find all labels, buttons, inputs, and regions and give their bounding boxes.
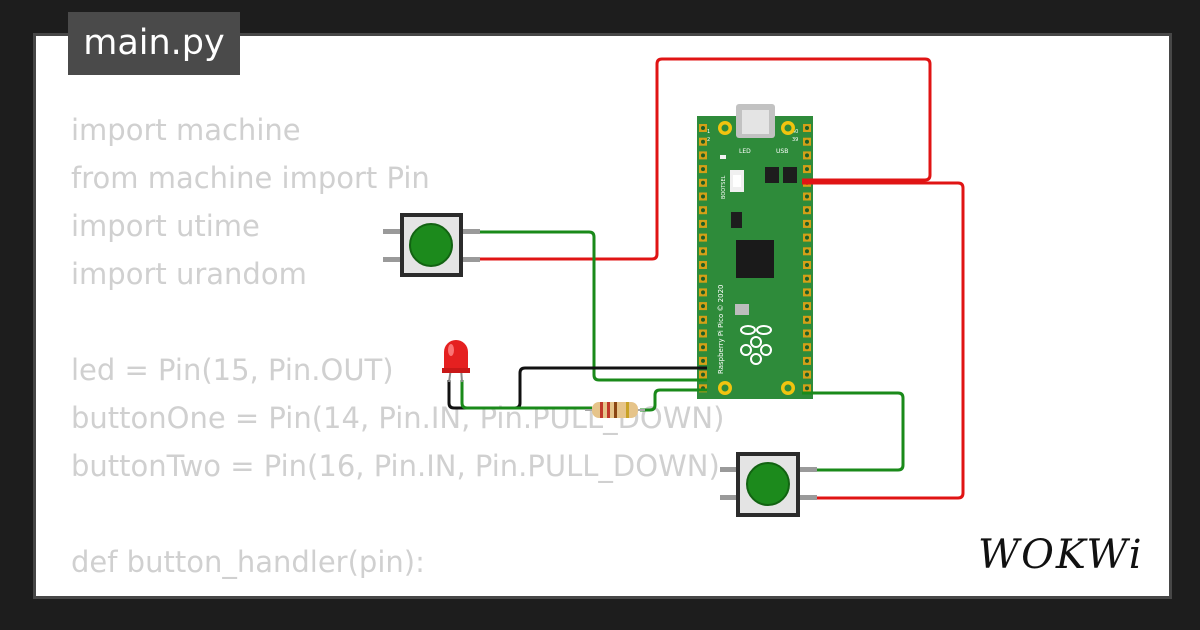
wokwi-logo[interactable]: WOKWi [978,532,1144,578]
header-pin-hole [701,235,705,240]
code-line-6: led = Pin(15, Pin.OUT) [71,353,394,387]
usb-connector-icon [736,104,775,138]
header-pin-hole [805,290,809,295]
resistor[interactable] [585,402,645,418]
code-line-2: from machine import Pin [71,161,430,195]
code-line-11: button = Pin(handler=None) [71,586,724,596]
header-pin-hole [701,263,705,267]
pin40-label: 40 [792,129,798,135]
header-pin-hole [805,139,809,144]
header-pin-hole [701,221,705,226]
header-pin-hole [805,386,809,391]
right-header-pins [803,124,811,393]
header-pin-hole [701,331,705,336]
pin1-label: 1 [707,129,710,135]
crystal [735,304,749,315]
push-button-one[interactable] [383,213,480,277]
header-pin-hole [701,167,705,172]
code-line-1: import machine [71,113,301,147]
header-pin-hole [805,194,809,199]
chip-small-3 [731,212,742,228]
simulator-canvas: import machine from machine import Pin imp… [33,33,1172,599]
header-pin-hole [805,126,809,130]
chip-small-2 [783,167,797,183]
header-pin-hole [805,276,809,281]
push-button-two[interactable] [720,452,817,517]
header-pin-hole [805,331,809,336]
header-pin-hole [701,249,705,254]
wire-red-button-one[interactable] [462,57,932,261]
rp2040-chip [736,240,774,278]
header-pin-hole [701,304,705,309]
raspberry-logo-icon [740,325,772,365]
code-line-8: buttonTwo = Pin(16, Pin.IN, Pin.PULL_DOW… [71,449,720,483]
pin2-label: 2 [707,137,710,143]
header-pin-hole [701,153,705,158]
chip-small-1 [765,167,779,183]
wire-green-button-two[interactable] [802,391,905,472]
code-line-3: import utime [71,209,260,243]
header-pin-hole [805,235,809,240]
header-pin-hole [701,208,705,213]
header-pin-hole [701,194,705,199]
led-label: LED [739,148,751,155]
code-line-4: import urandom [71,257,307,291]
header-pin-hole [701,372,705,377]
code-preview: import machine from machine import Pin imp… [71,106,724,596]
header-pin-hole [805,208,809,213]
red-led[interactable] [442,340,470,383]
header-pin-hole [805,304,809,309]
header-pin-hole [701,317,705,322]
header-pin-hole [805,358,809,363]
pin39-label: 39 [792,137,798,143]
header-pin-hole [701,358,705,363]
file-tab-main-py[interactable]: main.py [68,12,240,75]
header-pin-hole [701,276,705,281]
pico-board[interactable]: LED USB 1 2 40 39 BOOTSEL Raspberry Pi P… [697,104,813,399]
header-pin-hole [805,372,809,377]
left-header-pins [699,124,707,393]
header-pin-hole [701,290,705,295]
header-pin-hole [701,139,705,144]
header-pin-hole [805,345,809,350]
header-pin-hole [805,167,809,172]
wire-red-button-two[interactable] [802,181,965,500]
code-line-10: def button_handler(pin): [71,545,425,579]
wire-green-resistor[interactable] [640,388,707,412]
wire-led-resistor[interactable] [460,380,592,410]
wire-black-led[interactable] [447,366,707,410]
usb-label: USB [776,148,788,155]
header-pin-hole [701,126,705,130]
header-pin-hole [701,345,705,350]
header-pin-hole [805,153,809,158]
header-pin-hole [701,180,705,185]
header-pin-hole [805,249,809,254]
wire-green-button-one[interactable] [462,230,707,382]
header-pin-hole [805,221,809,226]
board-name: Raspberry Pi Pico © 2020 [717,285,725,375]
header-pin-hole [805,263,809,267]
onboard-led [720,155,726,159]
bootsel-label: BOOTSEL [721,175,727,199]
header-pin-hole [805,317,809,322]
wires [447,57,965,500]
